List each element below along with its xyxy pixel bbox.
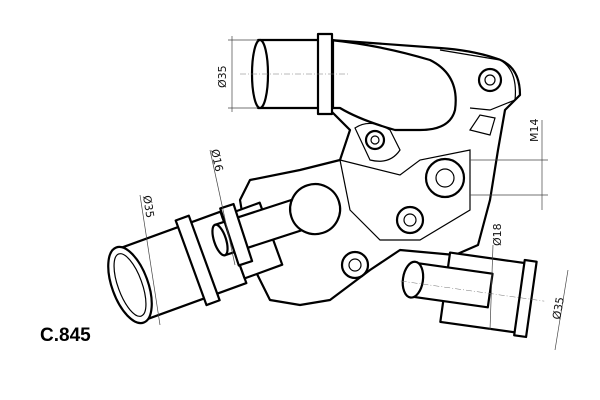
bolt-hole-top-right	[477, 67, 503, 93]
small-pipe	[211, 182, 342, 267]
bolt-hole-left	[364, 129, 386, 151]
part-code: C.845	[40, 325, 91, 346]
thread-boss	[424, 157, 466, 199]
dim-small-pipe-diameter: Ø16	[208, 148, 225, 173]
bottom-outlet-pipe	[400, 251, 545, 339]
dim-bottom-small-pipe-diameter: Ø18	[491, 223, 504, 246]
housing-body	[238, 38, 522, 307]
top-outlet-pipe	[240, 32, 350, 116]
dim-thread: M14	[528, 119, 541, 143]
boss-lower	[340, 250, 370, 280]
boss-small	[395, 205, 425, 235]
dim-bottom-outlet-diameter: Ø35	[550, 296, 567, 321]
dim-left-inlet-diameter: Ø35	[140, 194, 156, 218]
dimension-lines	[139, 36, 569, 351]
dim-top-outlet-diameter: Ø35	[216, 65, 229, 88]
